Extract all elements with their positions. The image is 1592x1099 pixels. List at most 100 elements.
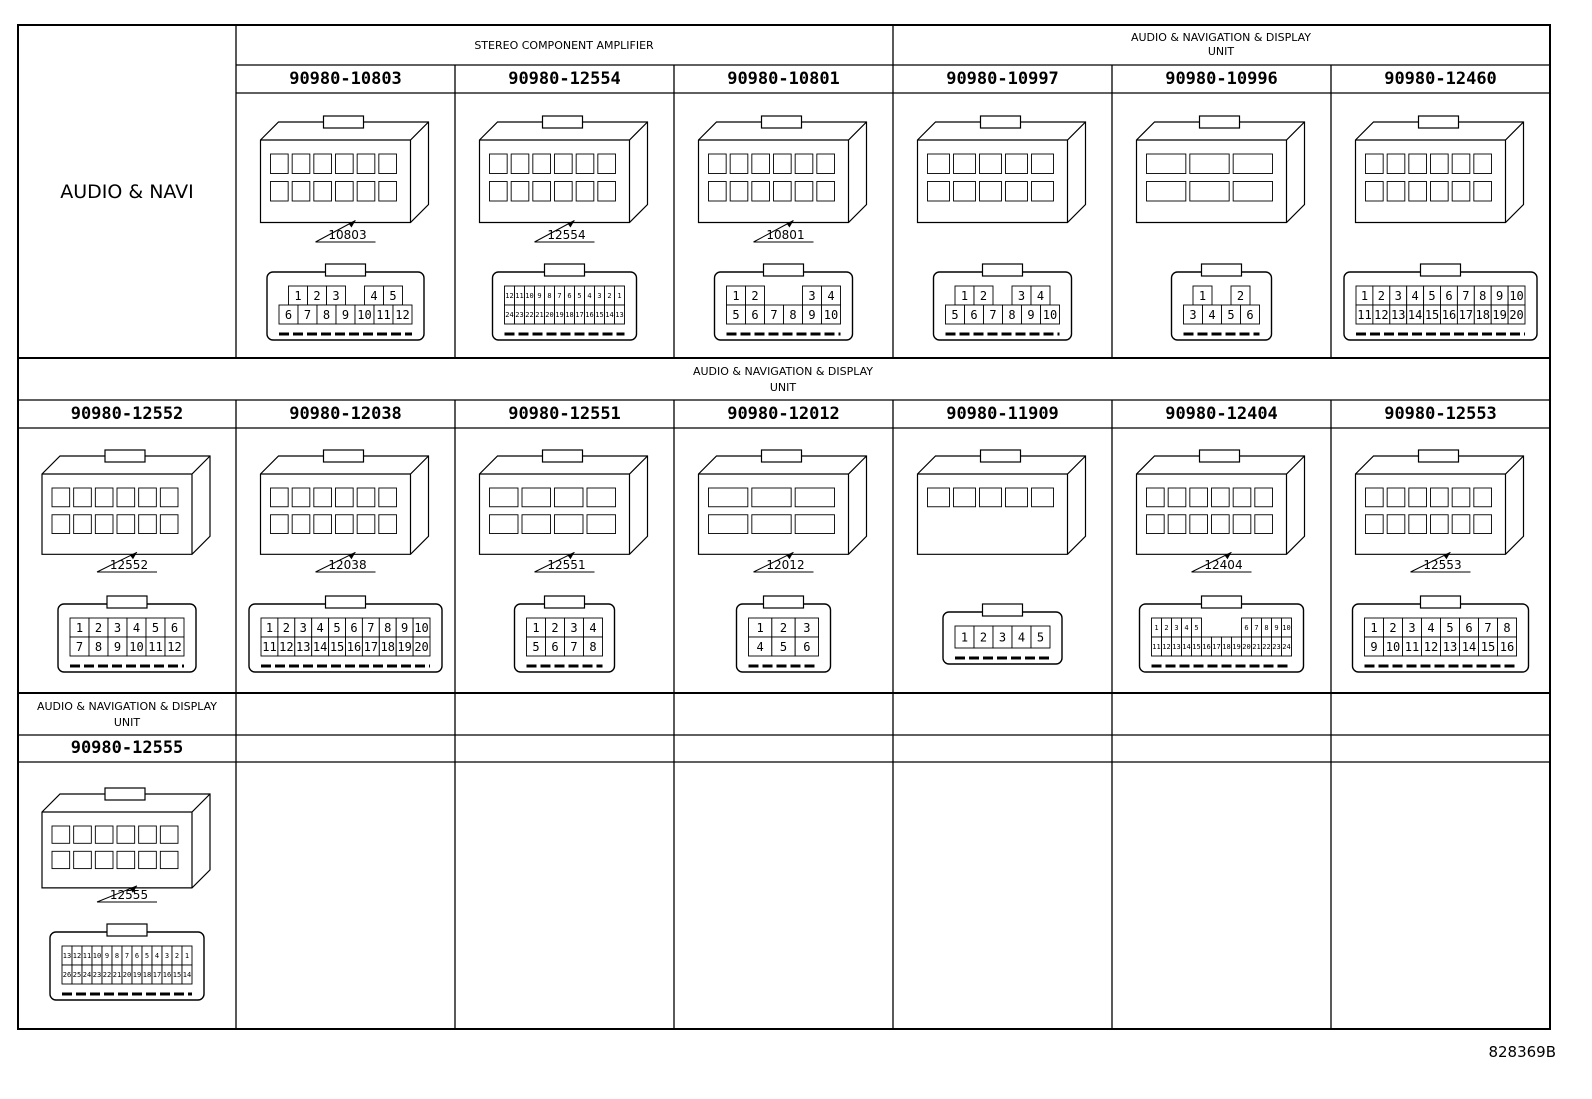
cavity-shape <box>335 153 354 174</box>
connector-housing-drawing <box>1354 449 1525 555</box>
group-label-stereo-amplifier: STEREO COMPONENT AMPLIFIER <box>474 39 654 52</box>
cavity-shape <box>1430 181 1449 202</box>
page-title: AUDIO & NAVI <box>60 181 194 203</box>
pin-number: 2 <box>1389 621 1396 635</box>
cavity-shape <box>489 487 519 508</box>
cavity-shape <box>270 181 289 202</box>
pin-number: 8 <box>547 292 551 300</box>
latch-shape <box>104 787 146 801</box>
cavity-shape <box>708 514 749 534</box>
pin-number: 9 <box>1027 308 1034 322</box>
part-number: 90980-12555 <box>71 738 184 758</box>
pin-number: 3 <box>803 621 810 635</box>
connector-code: 12551 <box>547 558 585 572</box>
pin-cell <box>412 636 431 657</box>
cavity-shape <box>1211 514 1230 534</box>
cavity-shape <box>1189 514 1208 534</box>
pin-number: 23 <box>93 971 101 979</box>
pin-number: 24 <box>83 971 91 979</box>
arrow-head-icon <box>348 220 356 228</box>
pin-number: 5 <box>577 292 581 300</box>
pin-number: 3 <box>165 952 169 960</box>
cavity-shape <box>313 487 332 508</box>
cavity-shape <box>159 850 179 870</box>
pin-number: 6 <box>551 640 558 654</box>
face-lock-tab <box>1200 263 1243 277</box>
cavity-shape <box>270 514 289 534</box>
pin-number: 6 <box>803 640 810 654</box>
cavity-shape <box>116 825 136 844</box>
latch-shape <box>322 115 365 129</box>
pin-number: 8 <box>323 308 330 322</box>
housing-edge <box>42 455 211 555</box>
cavity-shape <box>554 514 584 534</box>
cavity-shape <box>1473 181 1492 202</box>
pin-number: 1 <box>961 630 968 644</box>
cavity-shape <box>708 487 749 508</box>
face-lock-tab <box>762 595 805 609</box>
pin-number: 10 <box>824 308 838 322</box>
pin-number: 14 <box>1462 640 1476 654</box>
pin-number: 15 <box>173 971 181 979</box>
pin-number: 4 <box>1427 621 1434 635</box>
pin-number: 1 <box>732 289 739 303</box>
cavity-shape <box>521 514 551 534</box>
pin-number: 9 <box>105 952 109 960</box>
pin-number: 16 <box>1202 643 1210 651</box>
cavity-shape <box>116 487 136 508</box>
connector-code: 12552 <box>110 558 148 572</box>
cavity-shape <box>1232 514 1252 534</box>
connector-housing-drawing <box>478 449 649 555</box>
pin-number: 2 <box>607 292 611 300</box>
pin-number: 14 <box>1182 643 1190 651</box>
pin-cell <box>614 304 625 325</box>
pin-number: 6 <box>1465 621 1472 635</box>
pin-number: 6 <box>135 952 139 960</box>
part-number: 90980-12404 <box>1165 404 1278 424</box>
cavity-shape <box>1189 487 1208 508</box>
housing-edge <box>1136 121 1305 223</box>
pin-number: 3 <box>1395 289 1402 303</box>
cavity-shape <box>291 181 311 202</box>
pin-number: 1 <box>1154 624 1158 632</box>
face-lock-tab <box>981 603 1024 617</box>
pin-number: 4 <box>370 289 377 303</box>
pin-number: 4 <box>1037 289 1044 303</box>
pin-number: 8 <box>115 952 119 960</box>
pin-number: 5 <box>951 308 958 322</box>
housing-edge <box>698 455 867 555</box>
pin-number: 3 <box>300 621 307 635</box>
cavity-shape <box>291 514 311 534</box>
cavity-shape <box>335 181 354 202</box>
connector-code: 12555 <box>110 888 148 902</box>
pin-number: 6 <box>285 308 292 322</box>
cavity-shape <box>1232 181 1273 202</box>
cavity-shape <box>1167 514 1187 534</box>
face-lock-tab <box>106 595 148 609</box>
pin-number: 16 <box>1442 308 1456 322</box>
cavity-shape <box>94 850 114 870</box>
cavity-shape <box>138 850 157 870</box>
cavity-shape <box>554 153 573 174</box>
pin-number: 15 <box>1192 643 1200 651</box>
part-number: 90980-10801 <box>727 69 840 89</box>
pin-number: 17 <box>364 640 378 654</box>
pin-number: 8 <box>1503 621 1510 635</box>
pin-number: 24 <box>1282 643 1290 651</box>
part-number: 90980-12551 <box>508 404 621 424</box>
cavity-shape <box>979 487 1002 508</box>
housing-outline <box>478 121 649 224</box>
pin-number: 18 <box>1222 643 1230 651</box>
cavity-shape <box>751 487 792 508</box>
pin-number: 10 <box>1386 640 1400 654</box>
pin-number: 22 <box>103 971 111 979</box>
pin-number: 6 <box>1445 289 1452 303</box>
pin-number: 11 <box>148 640 162 654</box>
housing-edge <box>698 121 867 223</box>
